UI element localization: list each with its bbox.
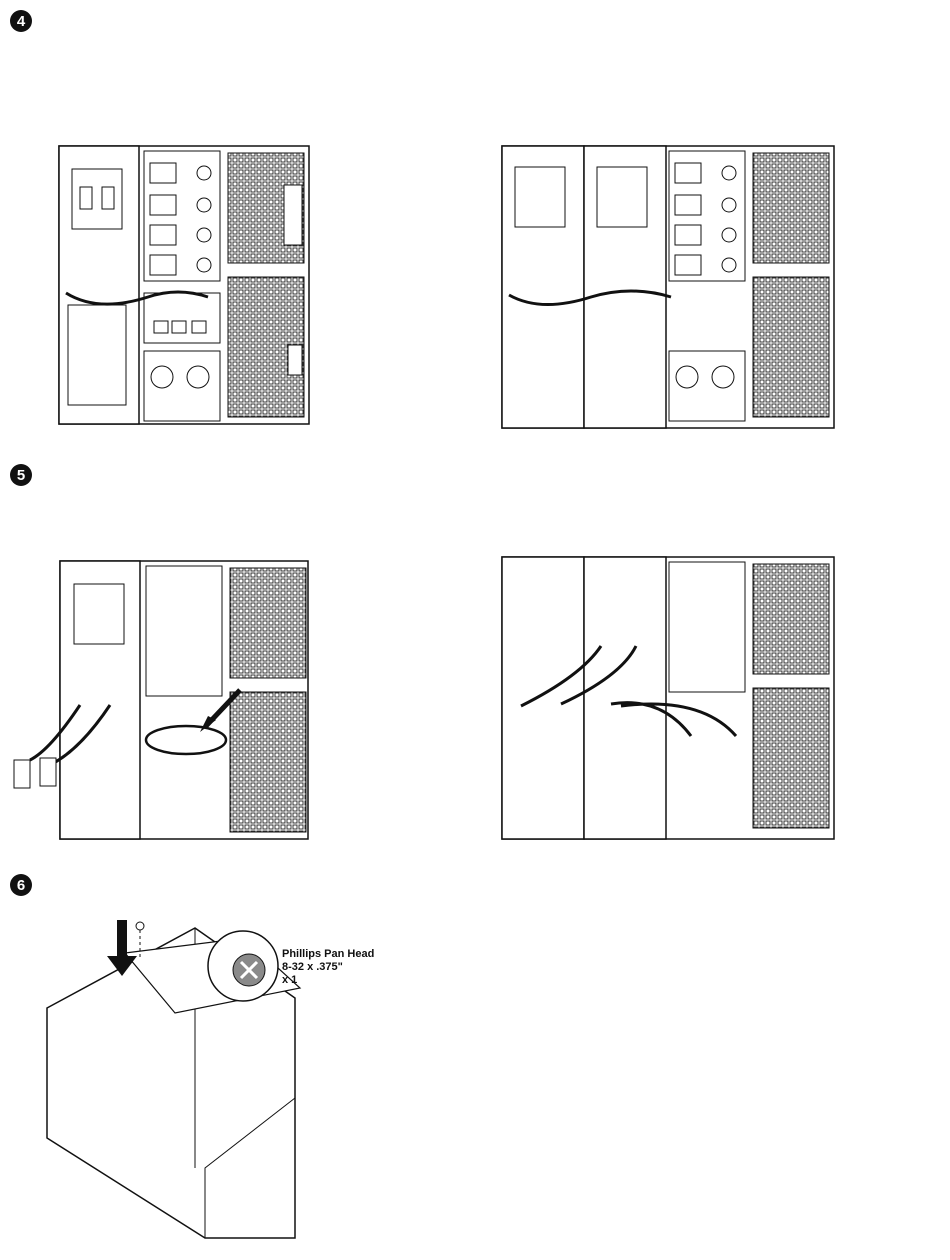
screw-size: 8-32 x .375" [282,961,374,974]
screw-type: Phillips Pan Head [282,948,374,961]
step5-dual-ups-battery-connection [501,556,835,840]
step4-dual-ups-rear-panel [501,145,835,429]
screw-spec-label: Phillips Pan Head 8-32 x .375" x 1 [282,948,374,987]
step-4-badge: 4 [10,10,32,32]
step-6-badge: 6 [10,874,32,896]
step4-single-ups-rear-panel [58,145,310,425]
step5-single-ups-battery-connection [10,560,310,840]
step-5-badge: 5 [10,464,32,486]
screw-quantity: x 1 [282,974,374,987]
